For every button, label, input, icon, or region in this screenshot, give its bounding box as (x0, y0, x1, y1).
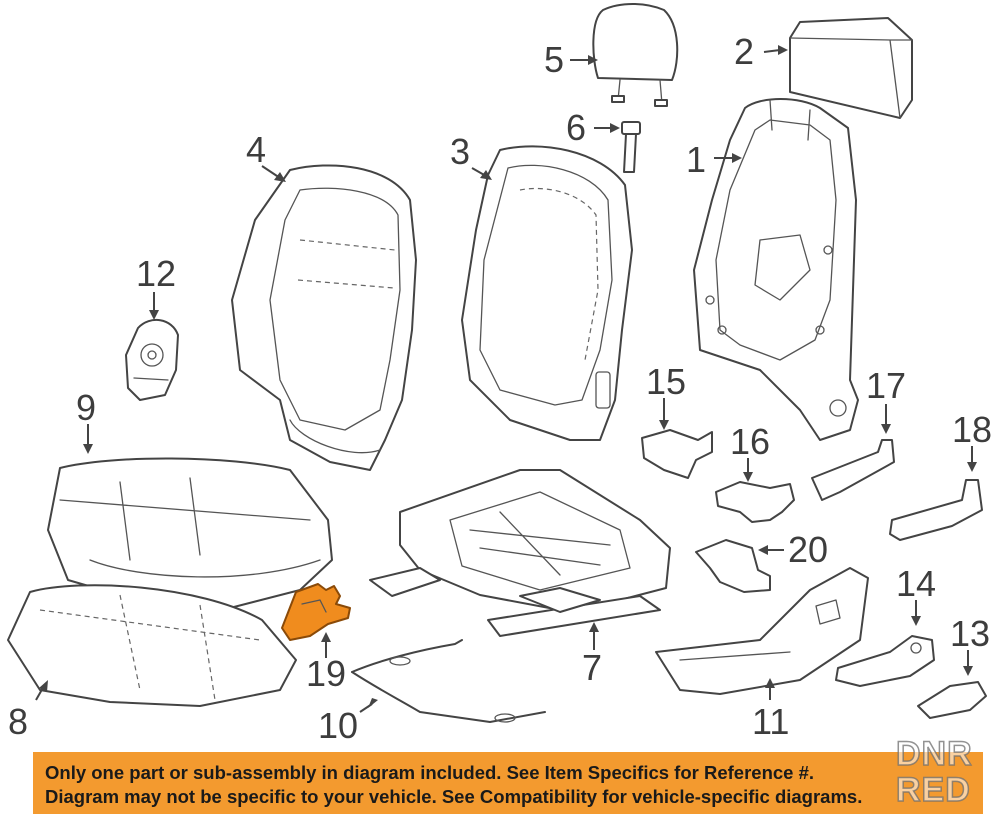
callout-19: 19 (306, 653, 346, 694)
callout-12: 12 (136, 253, 176, 294)
callout-15: 15 (646, 361, 686, 402)
callout-1: 1 (686, 139, 706, 180)
part-20-bracket (695, 539, 771, 593)
watermark-line-1: DNR (895, 735, 973, 773)
part-17-lever (811, 439, 895, 501)
watermark-line-2: RED (895, 771, 971, 809)
callout-17: 17 (866, 365, 906, 406)
callout-18: 18 (952, 409, 992, 450)
part-3-seatback-cover (461, 145, 633, 441)
callout-7: 7 (582, 647, 602, 688)
part-10-wire (351, 639, 546, 723)
callout-9: 9 (76, 387, 96, 428)
callout-10: 10 (318, 705, 358, 746)
part-4-seatback-cushion (231, 164, 417, 471)
part-14-knob (835, 635, 935, 687)
callout-20: 20 (788, 529, 828, 570)
callout-numbers: 5 2 6 1 3 4 12 9 8 19 10 7 15 16 20 17 1… (8, 31, 992, 746)
callout-4: 4 (246, 129, 266, 170)
part-16-bracket (715, 481, 795, 523)
notice-line-2: Diagram may not be specific to your vehi… (45, 786, 863, 807)
part-5-headrest (592, 3, 679, 107)
notice-banner: Only one part or sub-assembly in diagram… (33, 752, 983, 814)
notice-line-1: Only one part or sub-assembly in diagram… (45, 762, 815, 783)
leader-lines (35, 45, 977, 713)
part-12-recliner-cover (125, 319, 179, 401)
part-1-seatback-frame (693, 98, 859, 441)
part-11-side-shield (655, 567, 869, 695)
callout-6: 6 (566, 107, 586, 148)
part-2-pad (789, 17, 913, 119)
callout-11: 11 (752, 701, 789, 742)
part-6-guide (621, 121, 641, 173)
part-15-bracket (641, 429, 713, 479)
callout-14: 14 (896, 563, 936, 604)
part-19-bracket-highlighted (281, 583, 351, 641)
part-7-seat-frame (369, 469, 671, 637)
callout-2: 2 (734, 31, 754, 72)
part-18-side-bar (889, 479, 983, 541)
callout-5: 5 (544, 39, 564, 80)
callout-13: 13 (950, 613, 990, 654)
part-8-cushion-pad (7, 584, 297, 707)
callout-16: 16 (730, 421, 770, 462)
part-9-cushion-cover (47, 457, 333, 609)
part-13-handle (917, 681, 987, 719)
callout-8: 8 (8, 701, 28, 742)
watermark-logo: DNR RED (895, 735, 988, 816)
callout-3: 3 (450, 131, 470, 172)
